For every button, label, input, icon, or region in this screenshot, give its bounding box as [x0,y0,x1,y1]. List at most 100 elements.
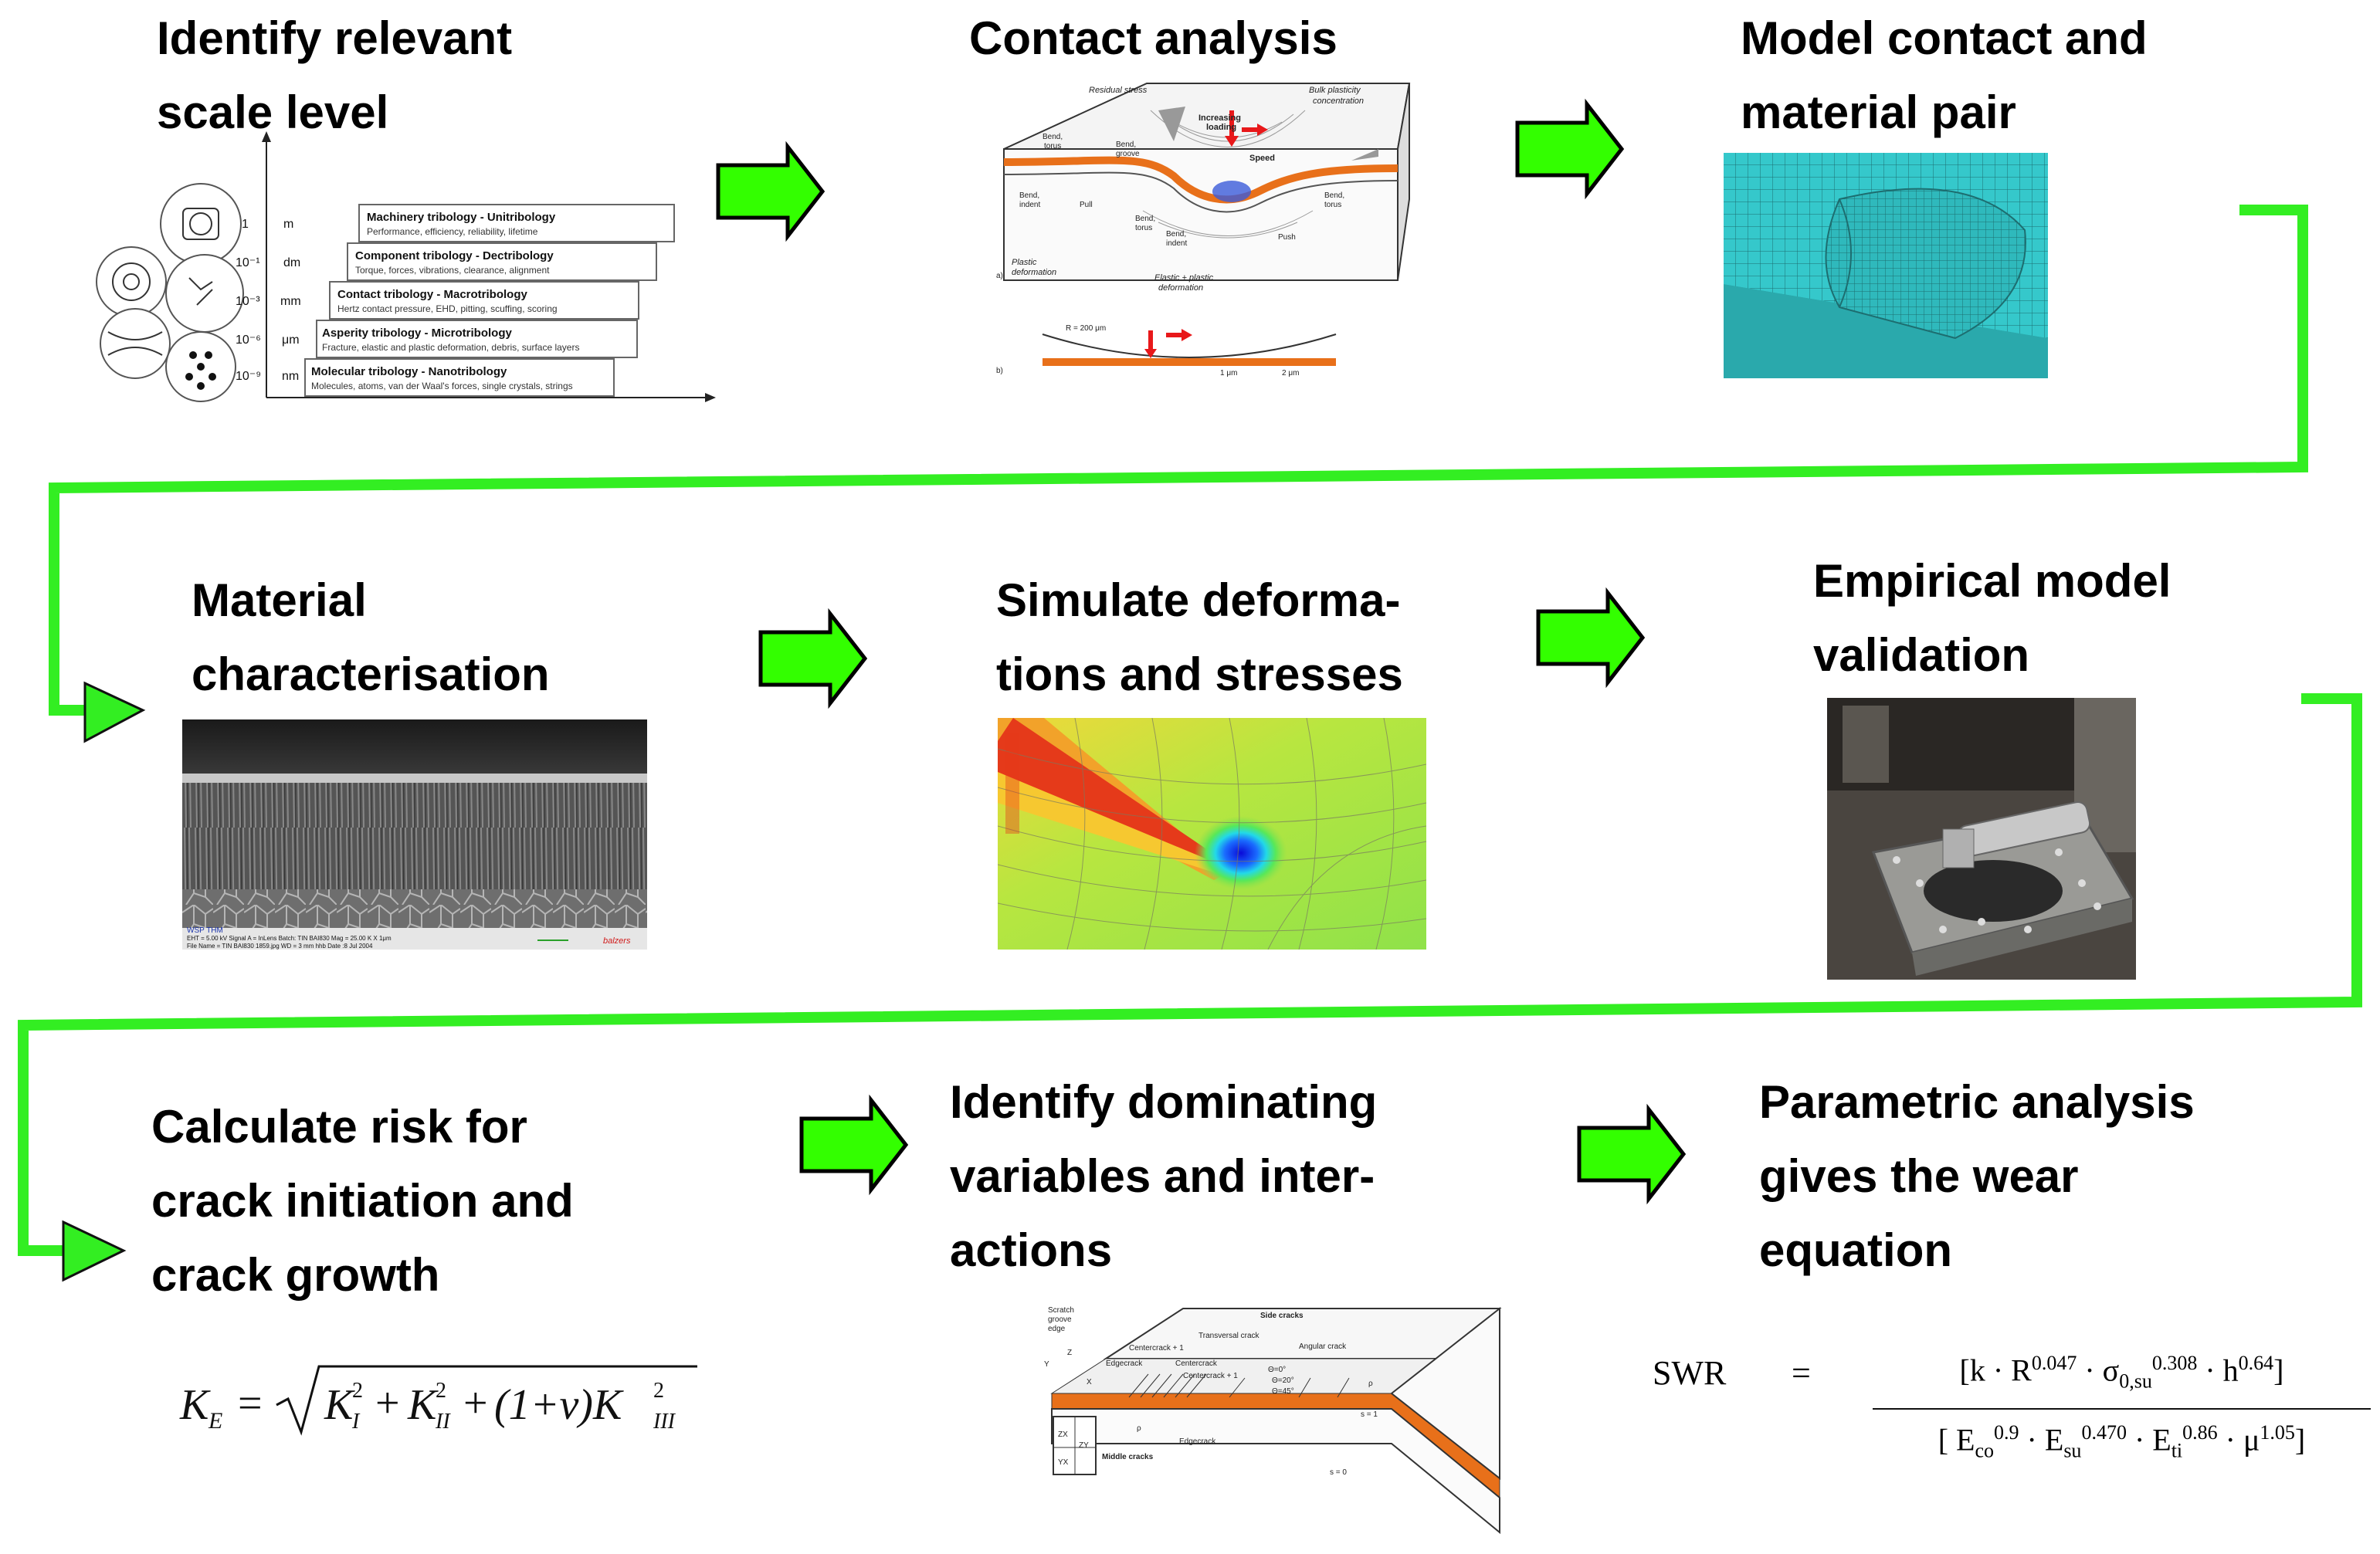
crack-label-s1: s = 1 [1361,1410,1378,1419]
scale-unit-1: m [283,218,293,231]
ke-term-3: (1+ν)K [494,1381,624,1429]
scale-level-figure: 1 m Machinery tribology - Unitribology P… [96,131,716,402]
step-6-title-line1: Empirical model [1813,555,2171,607]
step-5-title-line2: tions and stresses [996,648,1403,700]
ke-term-2-sub: II [435,1410,451,1434]
swr-denominator: [ Eco0.9 · Esu0.470 · Eti0.86 · μ1.05] [1938,1421,2306,1462]
connector-row1-row2 [49,205,2308,716]
crack-label-theta0: Θ=0° [1268,1366,1286,1374]
scale-unit-2: dm [283,256,300,269]
arrow-4-5 [761,614,865,703]
step-7-title: Calculate risk for crack initiation and … [151,1090,574,1312]
scale-desc-5: Molecules, atoms, van der Waal's forces,… [311,381,573,391]
scale-title-4: Asperity tribology - Microtribology [322,327,513,340]
label-groove: groove [1116,150,1140,158]
step-3-title-line2: material pair [1741,86,2016,138]
connector-row2-row3 [18,693,2362,1256]
sem-brand: balzers [603,936,631,946]
crack-label-rho2: ρ [1137,1424,1141,1433]
scale-unit-4: μm [282,333,300,347]
swr-fraction: [k · R0.047 · σ0,su0.308 · h0.64] [ Eco0… [1873,1339,2371,1474]
label-radius: R = 200 μm [1066,324,1106,333]
arrow-8-9 [1579,1109,1683,1199]
label-bend-torus3: Bend, [1324,191,1344,200]
stress-intensity-formula: K E = K I 2 + K II 2 + (1+ν)K III 2 [179,1365,697,1436]
step-3-title: Model contact and material pair [1741,2,2148,150]
ke-term-1-sub: I [351,1410,361,1434]
step-8-title: Identify dominating variables and inter-… [950,1065,1377,1288]
label-bulk2: concentration [1313,96,1364,106]
crack-label-zx: ZX [1058,1430,1068,1439]
arrow-5-6 [1538,593,1643,682]
scale-val-4: 10⁻⁶ [236,333,261,347]
label-bend-indent: Bend, [1019,191,1039,200]
crack-diagram-figure: Scratch groove edge Side cracks Transver… [1044,1306,1502,1535]
label-one-micron: 1 μm [1220,369,1237,377]
ke-term-3-sq: 2 [653,1379,664,1403]
crack-label-y: Y [1044,1360,1049,1369]
label-a: a) [996,272,1003,280]
ke-term-2: K [407,1381,439,1429]
crack-label-yx: YX [1058,1458,1069,1467]
label-pull: Pull [1080,201,1093,209]
ke-term-1-sq: 2 [352,1379,363,1403]
crack-label-centercrack: Centercrack [1175,1359,1218,1368]
label-increasing: Increasing [1198,113,1241,123]
step-5-title: Simulate deforma- tions and stresses [996,564,1403,712]
step-4-title-line2: characterisation [192,648,550,700]
step-7-title-line1: Calculate risk for [151,1101,527,1153]
step-9-title-line1: Parametric analysis [1759,1076,2195,1128]
step-3-title-line1: Model contact and [1741,12,2148,64]
label-loading: loading [1206,123,1236,132]
step-9-title: Parametric analysis gives the wear equat… [1759,1065,2195,1288]
sem-label-line1: WSP THM [187,926,223,935]
step-7-title-line2: crack initiation and [151,1175,574,1227]
test-rig-photo [1827,698,2136,980]
crack-label-centercrack2: Centercrack + 1 [1183,1372,1238,1380]
step-9-title-line3: equation [1759,1224,1952,1276]
label-torus: torus [1044,142,1061,151]
crack-label-zy: ZY [1079,1441,1089,1450]
crack-label-transversal: Transversal crack [1198,1332,1260,1340]
label-torus3: torus [1324,201,1341,209]
crack-label-edgecrack2: Edgecrack [1179,1437,1216,1446]
step-4-title: Material characterisation [192,564,550,712]
crack-label-angular: Angular crack [1299,1342,1347,1351]
wear-equation: SWR = [k · R0.047 · σ0,su0.308 · h0.64] … [1649,1339,2375,1462]
label-bend-groove: Bend, [1116,141,1136,149]
scale-title-1: Machinery tribology - Unitribology [367,211,556,224]
label-two-micron: 2 μm [1282,369,1299,377]
step-8-title-line2: variables and inter- [950,1150,1375,1202]
swr-label: SWR [1653,1354,1727,1392]
connector-arrowhead-2 [62,1220,127,1282]
step-1-title-line2: scale level [157,86,389,138]
sem-label-line3: File Name = TIN BAI830 1859.jpg WD = 3 m… [187,943,373,950]
scale-desc-4: Fracture, elastic and plastic deformatio… [322,342,579,353]
label-b: b) [996,367,1003,375]
swr-equals: = [1792,1354,1811,1392]
scale-desc-1: Performance, efficiency, reliability, li… [367,226,538,237]
label-bend-indent2: Bend, [1166,230,1186,239]
crack-label-x: X [1087,1378,1092,1386]
crack-label-edgecrack: Edgecrack [1106,1359,1143,1368]
step-1-title: Identify relevant scale level [157,2,512,150]
sem-label-line2: EHT = 5.00 kV Signal A = InLens Batch: T… [187,935,392,942]
scale-val-2: 10⁻¹ [236,256,260,269]
label-speed: Speed [1249,154,1275,163]
scale-unit-3: mm [280,295,301,308]
step-6-title: Empirical model validation [1813,544,2171,692]
scale-title-5: Molecular tribology - Nanotribology [311,365,507,378]
swr-numerator: [k · R0.047 · σ0,su0.308 · h0.64] [1873,1339,2371,1410]
label-indent2: indent [1166,239,1187,248]
crack-label-middle: Middle cracks [1102,1453,1154,1461]
crack-label-theta20: Θ=20° [1272,1376,1294,1385]
crack-label-s0: s = 0 [1330,1468,1347,1477]
step-7-title-line3: crack growth [151,1249,440,1301]
scale-val-3: 10⁻³ [236,295,260,308]
step-2-title-line1: Contact analysis [969,12,1337,64]
crack-label-z: Z [1067,1349,1072,1357]
label-deformation2: deformation [1158,283,1203,293]
scale-desc-2: Torque, forces, vibrations, clearance, a… [355,265,550,276]
step-5-title-line1: Simulate deforma- [996,574,1401,626]
crack-label-theta45: Θ=45° [1272,1387,1294,1396]
